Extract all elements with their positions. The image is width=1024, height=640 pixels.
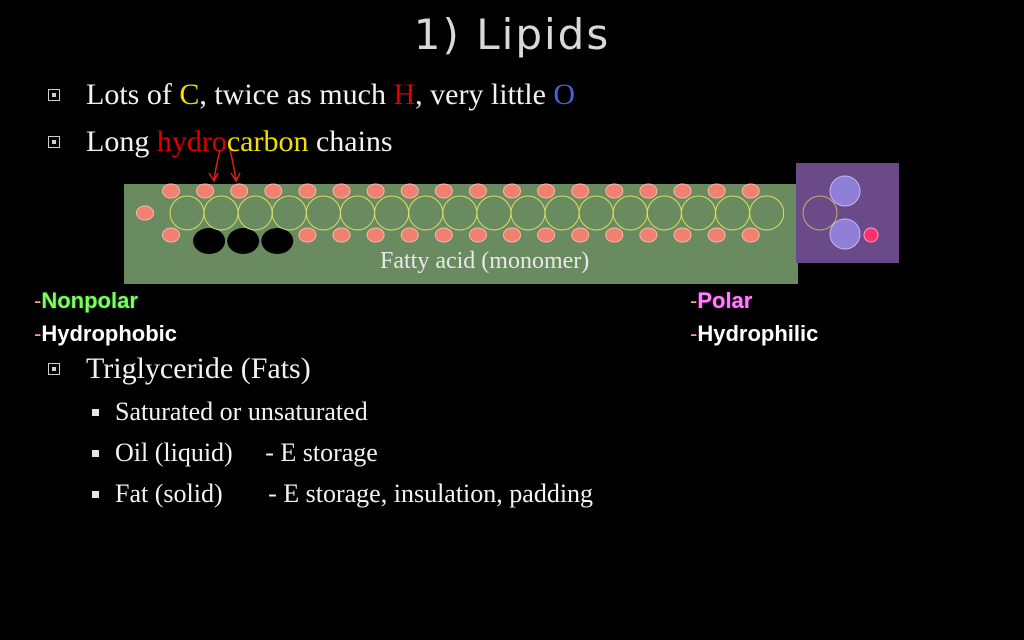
slide-title: 1) Lipids (413, 10, 611, 59)
dash: - (690, 288, 698, 313)
element-hydrogen: H (393, 78, 416, 111)
hydrogen-atom (332, 227, 351, 243)
hydrocarbon-chain (136, 183, 785, 254)
polar-text: Polar (697, 288, 753, 313)
bullet-marker-icon (48, 136, 60, 148)
hydrophobic-label: -Hydrophobic (34, 321, 177, 347)
hydrogen-atom (230, 183, 249, 199)
square-bullet-icon (92, 408, 99, 416)
hydrogen-atom (571, 227, 590, 243)
sub-bullet-text: Oil (liquid) - E storage (115, 438, 378, 467)
sub-bullet-text: Saturated or unsaturated (115, 397, 368, 426)
hydrogen-atom (537, 183, 556, 199)
hydrogen-atom (673, 183, 692, 199)
black-atom (227, 228, 260, 254)
text-part: Lots of (86, 78, 180, 111)
hydrophilic-text: Hydrophilic (697, 321, 819, 346)
hydrogen-atom (707, 183, 726, 199)
hydrogen-atom (468, 227, 487, 243)
arrow-line (229, 149, 237, 181)
hydrogen-atom (639, 227, 658, 243)
hydrogen-atom (298, 183, 317, 199)
carboxyl-head (802, 175, 879, 250)
carboxyl-carbon-ring (802, 195, 838, 231)
hydrogen-atom (162, 183, 180, 199)
square-bullet-icon (92, 490, 99, 498)
sub-bullet: Fat (solid) - E storage, insulation, pad… (92, 479, 593, 509)
sub-bullet: Oil (liquid) - E storage (92, 438, 378, 468)
nonpolar-label: -Nonpolar (34, 288, 138, 314)
square-bullet-icon (92, 449, 99, 457)
bullet-text: Lots of C, twice as much H, very little … (86, 78, 575, 112)
hydrogen-atom (332, 183, 351, 199)
hydrogen-atom (537, 227, 556, 243)
element-carbon: C (179, 78, 200, 111)
hydrogen-atom (571, 183, 590, 199)
hydrogen-atom (162, 227, 180, 243)
bullet-triglyceride: Triglyceride (Fats) (48, 352, 311, 386)
hydrogen-atom (639, 183, 658, 199)
bullet-marker-icon (48, 89, 60, 101)
carbon-ring (749, 195, 785, 231)
dash: - (34, 321, 42, 346)
black-atom (261, 228, 294, 254)
hydrogen-atom (366, 227, 385, 243)
hydrogen-atom (605, 183, 624, 199)
arrows (208, 149, 241, 183)
text-part: , twice as much (199, 78, 394, 111)
fatty-acid-caption: Fatty acid (monomer) (380, 248, 590, 274)
dash: - (690, 321, 698, 346)
oxygen-atom (829, 175, 861, 207)
hydrogen-atom (707, 227, 726, 243)
element-oxygen: O (553, 78, 576, 111)
hydrophobic-text: Hydrophobic (41, 321, 177, 346)
text-part: Long (86, 125, 157, 158)
text-part: chains (308, 125, 393, 158)
arrow-head (230, 172, 241, 183)
hydrogen-atom (400, 183, 419, 199)
hydrogen-atom (741, 183, 760, 199)
bullet-composition: Lots of C, twice as much H, very little … (48, 78, 575, 112)
hydrogen-atom (605, 227, 624, 243)
triglyceride-heading: Triglyceride (Fats) (86, 352, 311, 385)
hydrogen-atom (196, 183, 215, 199)
hydrogen-atom (400, 227, 419, 243)
arrow-line (213, 149, 221, 181)
polar-label: -Polar (690, 288, 752, 314)
hydrogen-atom (366, 183, 385, 199)
hydrogen-atom (298, 227, 317, 243)
bullet-hydrocarbon: Long hydrocarbon chains (48, 125, 393, 159)
sub-bullet: Saturated or unsaturated (92, 397, 368, 427)
text-hydro: hydro (156, 125, 227, 158)
oxygen-atom (829, 218, 861, 250)
bullet-text: Long hydrocarbon chains (86, 125, 393, 159)
hydrogen-atom (264, 183, 283, 199)
bullet-marker-icon (48, 363, 60, 375)
hydrogen-atom (434, 227, 453, 243)
black-atom (193, 228, 226, 254)
hydrophilic-label: -Hydrophilic (690, 321, 818, 347)
nonpolar-text: Nonpolar (41, 288, 138, 313)
hydrogen-atom (503, 183, 521, 199)
hydroxyl-hydrogen (863, 227, 879, 243)
text-part: , very little (415, 78, 554, 111)
hydrogen-atom (741, 227, 760, 243)
terminal-hydrogen (136, 205, 154, 221)
hydrogen-atom (468, 183, 487, 199)
hydrogen-atom (673, 227, 692, 243)
dash: - (34, 288, 42, 313)
sub-bullet-text: Fat (solid) - E storage, insulation, pad… (115, 479, 594, 508)
arrow-head (208, 172, 219, 183)
text-carbon: carbon (226, 125, 309, 158)
hydrogen-atom (503, 227, 521, 243)
hydrogen-atom (434, 183, 453, 199)
fatty-acid-diagram (124, 149, 899, 284)
